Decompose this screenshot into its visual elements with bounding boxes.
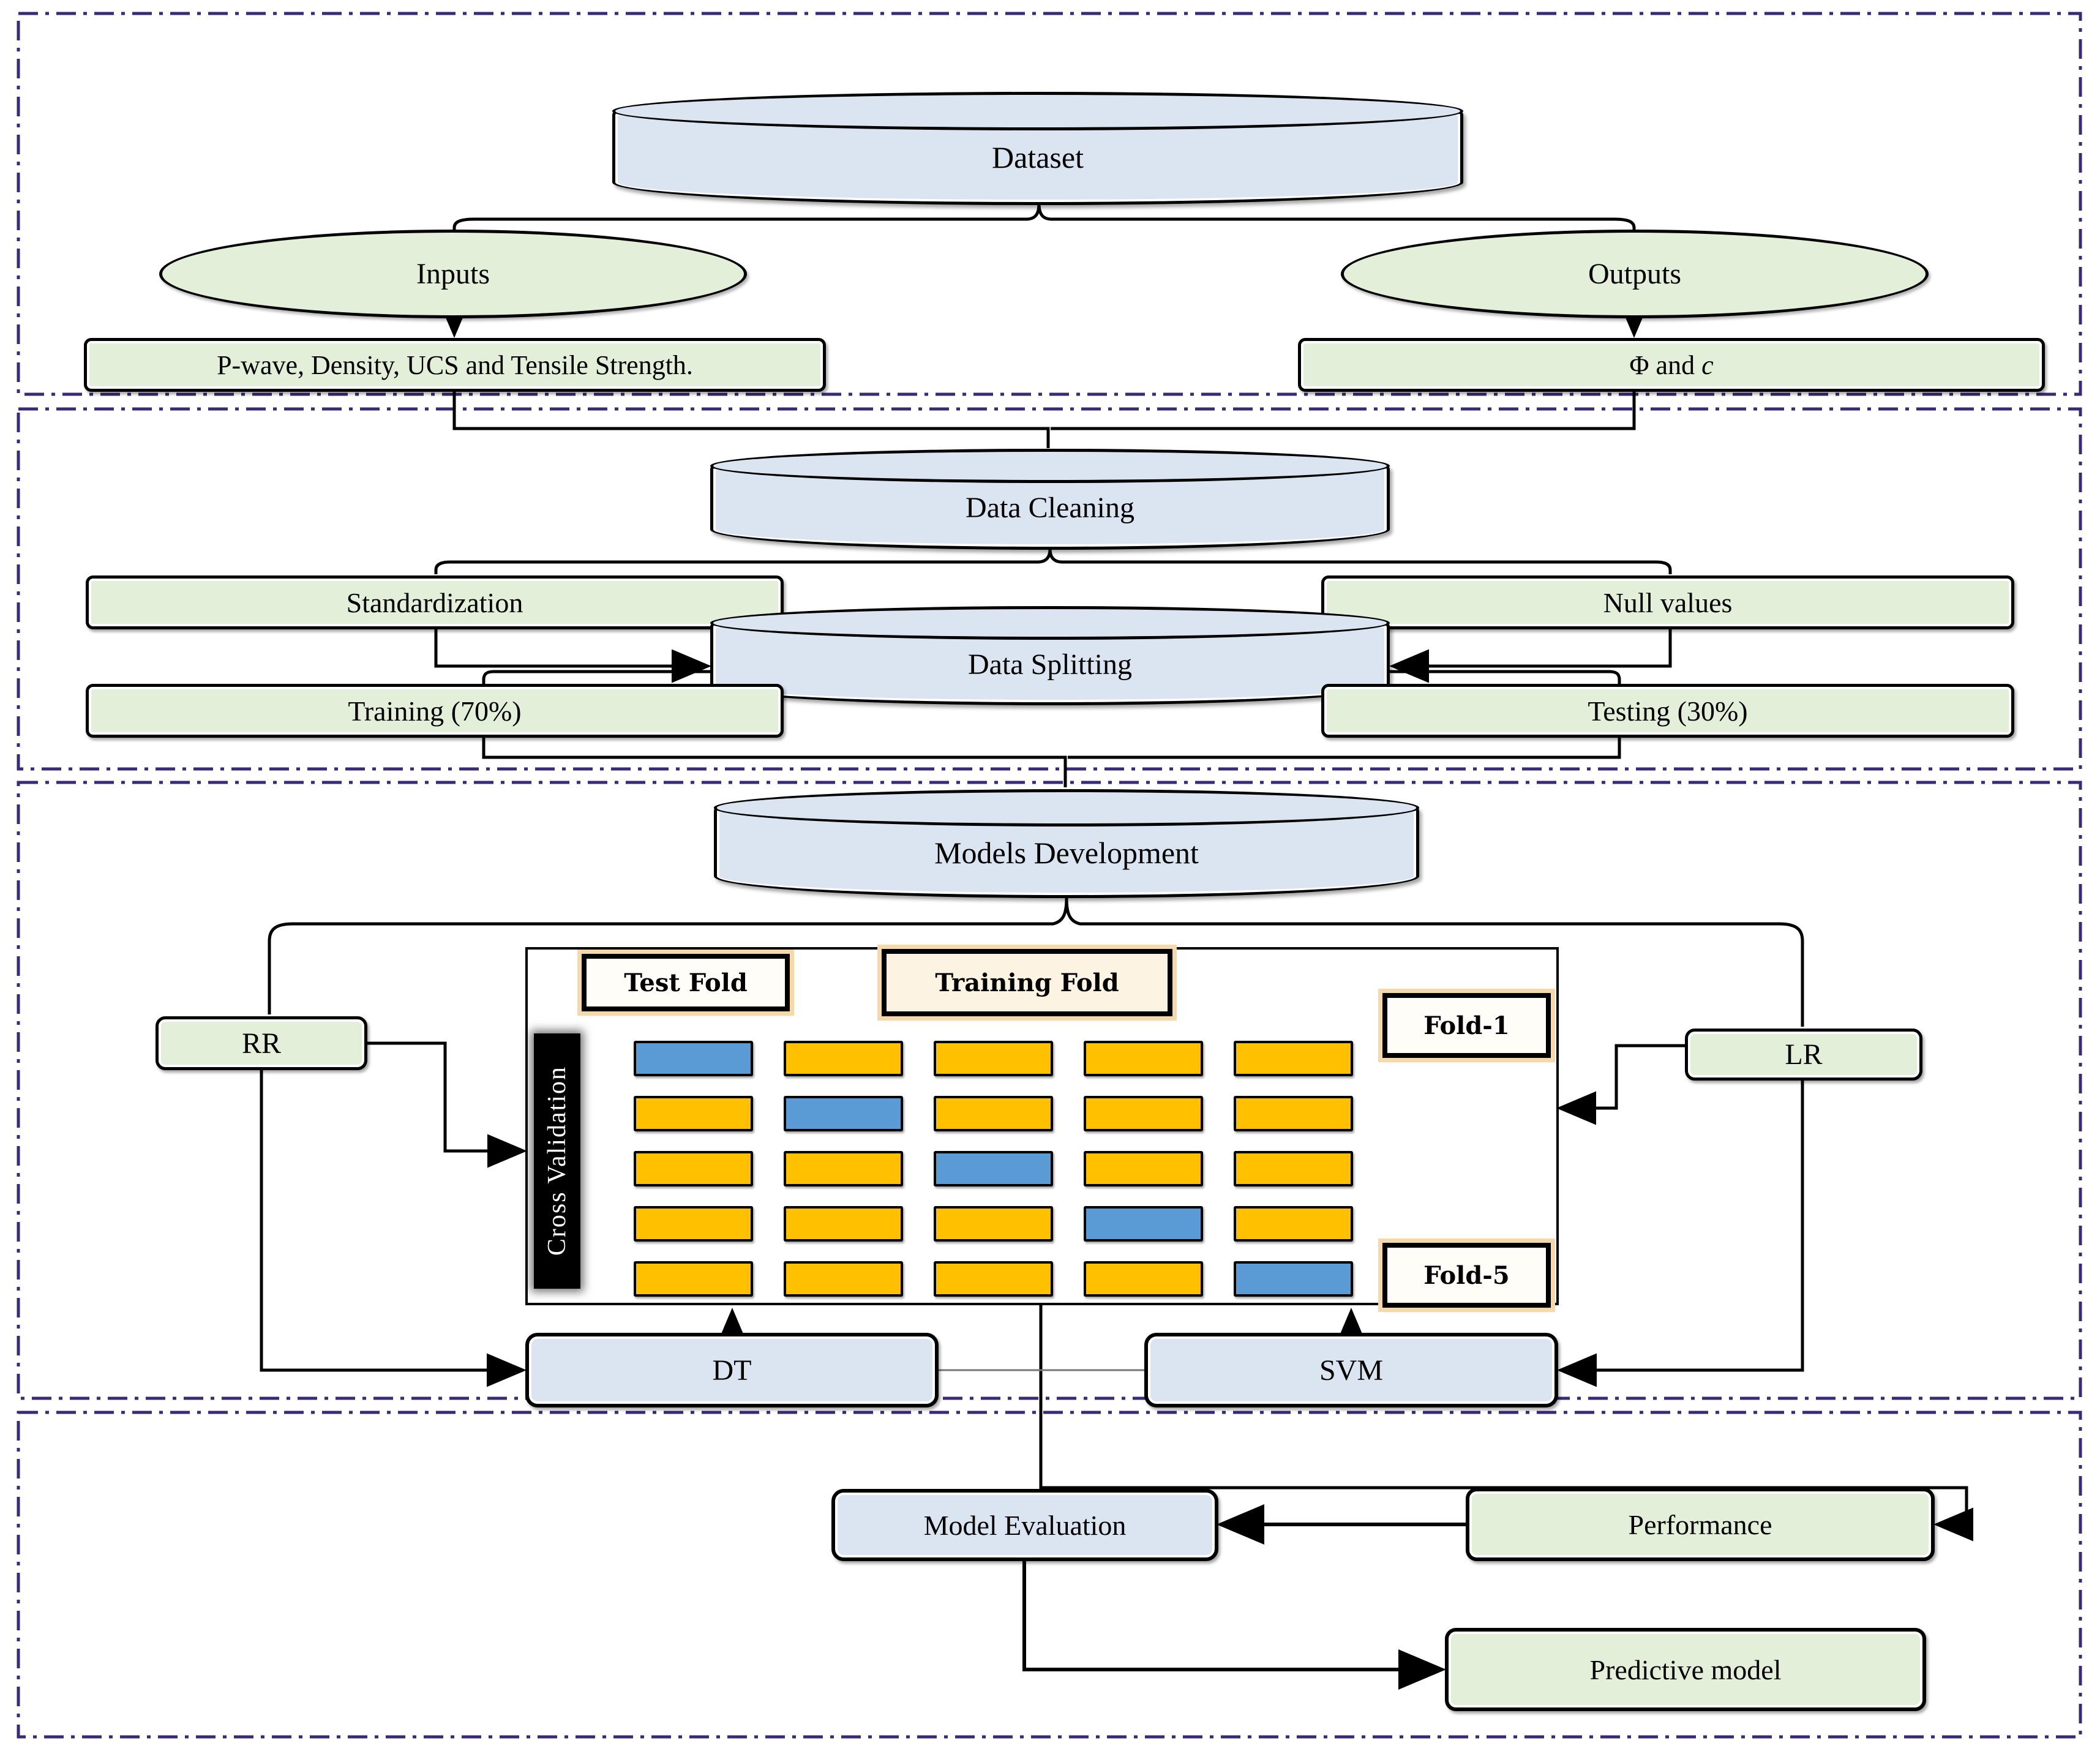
training-fold-cell: [1234, 1151, 1353, 1186]
outputs-ellipse: Outputs: [1341, 230, 1929, 318]
data-cleaning-cylinder: Data Cleaning: [710, 449, 1390, 550]
predictive-model-label: Predictive model: [1589, 1654, 1782, 1685]
data-splitting-label: Data Splitting: [968, 648, 1132, 681]
training-fold-cell: [1234, 1096, 1353, 1131]
fold-5-label: Fold-5: [1423, 1261, 1510, 1290]
training-fold-cell: [1084, 1261, 1203, 1297]
dataset-cylinder-body: [612, 110, 1463, 205]
test-fold-cell: [784, 1096, 903, 1131]
training-fold-label: Training Fold: [935, 968, 1119, 997]
training-fold-cell: [784, 1206, 903, 1242]
data-splitting-cylinder-top: [710, 606, 1390, 640]
data-cleaning-cylinder-body: [710, 465, 1390, 550]
fold-1-label-box: Fold-1: [1382, 993, 1551, 1058]
test-fold-cell: [1084, 1206, 1203, 1242]
training-fold-cell: [934, 1206, 1053, 1242]
test-fold-cell: [634, 1041, 753, 1076]
cross-validation-title: Cross Validation: [534, 1033, 580, 1289]
testing-label: Testing (30%): [1588, 695, 1748, 727]
standardization-box: Standardization: [86, 575, 784, 629]
svm-model-box: SVM: [1144, 1333, 1558, 1407]
data-cleaning-label: Data Cleaning: [966, 492, 1134, 525]
test-fold-label: Test Fold: [624, 968, 748, 997]
dataset-cylinder-top: [612, 92, 1463, 130]
training-fold-cell: [784, 1261, 903, 1297]
outputs-label: Outputs: [1588, 258, 1681, 290]
dt-label: DT: [712, 1354, 752, 1387]
training-fold-cell: [934, 1041, 1053, 1076]
performance-box: Performance: [1466, 1488, 1935, 1561]
svm-label: SVM: [1319, 1354, 1384, 1387]
inputs-detail-box: P-wave, Density, UCS and Tensile Strengt…: [84, 338, 826, 392]
predictive-model-box: Predictive model: [1445, 1628, 1926, 1711]
rr-model-box: RR: [156, 1016, 367, 1070]
training-fold-cell: [634, 1096, 753, 1131]
training-label: Training (70%): [348, 695, 522, 727]
training-fold-legend: Training Fold: [882, 949, 1172, 1016]
standardization-label: Standardization: [346, 587, 523, 618]
dataset-label: Dataset: [992, 140, 1084, 174]
data-splitting-cylinder: Data Splitting: [710, 606, 1390, 705]
flow-lines: [260, 203, 1973, 1690]
training-fold-cell: [1234, 1041, 1353, 1076]
model-evaluation-label: Model Evaluation: [923, 1509, 1127, 1541]
dt-model-box: DT: [525, 1333, 939, 1407]
models-development-label: Models Development: [934, 835, 1199, 870]
training-fold-cell: [1234, 1206, 1353, 1242]
cross-validation-title-text: Cross Validation: [543, 1066, 571, 1256]
null-values-box: Null values: [1321, 575, 2014, 629]
fold-5-label-box: Fold-5: [1382, 1243, 1551, 1308]
dataset-cylinder: Dataset: [612, 92, 1463, 205]
training-fold-cell: [1084, 1151, 1203, 1186]
section-borders: [17, 12, 2082, 1739]
lr-label: LR: [1785, 1038, 1823, 1071]
training-box: Training (70%): [86, 684, 784, 738]
inputs-ellipse: Inputs: [159, 230, 747, 318]
models-development-cylinder: Models Development: [714, 789, 1419, 898]
training-fold-cell: [784, 1041, 903, 1076]
models-development-cylinder-top: [714, 789, 1419, 826]
outputs-detail-label: Φ and c: [1629, 350, 1714, 380]
data-cleaning-cylinder-top: [710, 449, 1390, 484]
training-fold-cell: [784, 1151, 903, 1186]
model-evaluation-box: Model Evaluation: [831, 1489, 1218, 1561]
training-fold-cell: [634, 1206, 753, 1242]
test-fold-cell: [1234, 1261, 1353, 1297]
test-fold-cell: [934, 1151, 1053, 1186]
fold-1-label: Fold-1: [1423, 1011, 1510, 1040]
lr-model-box: LR: [1685, 1029, 1922, 1081]
training-fold-cell: [934, 1096, 1053, 1131]
training-fold-cell: [934, 1261, 1053, 1297]
null-values-label: Null values: [1603, 587, 1733, 618]
cross-validation-grid: [634, 1041, 1353, 1297]
training-fold-cell: [1084, 1041, 1203, 1076]
testing-box: Testing (30%): [1321, 684, 2014, 738]
inputs-label: Inputs: [416, 258, 490, 290]
inputs-detail-label: P-wave, Density, UCS and Tensile Strengt…: [217, 350, 693, 380]
rr-label: RR: [241, 1027, 282, 1060]
performance-label: Performance: [1628, 1509, 1772, 1540]
training-fold-cell: [634, 1261, 753, 1297]
outputs-detail-box: Φ and c: [1298, 338, 2045, 392]
test-fold-legend: Test Fold: [582, 954, 790, 1011]
training-fold-cell: [634, 1151, 753, 1186]
training-fold-cell: [1084, 1096, 1203, 1131]
